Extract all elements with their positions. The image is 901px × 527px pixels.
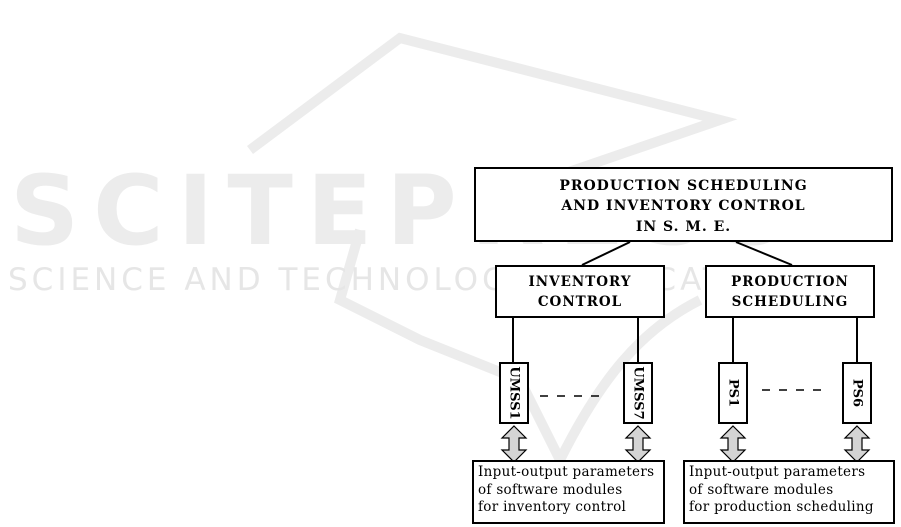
top-box-line-1: PRODUCTION SCHEDULING (476, 176, 891, 196)
module-ps6: PS6 (842, 362, 872, 424)
module-ps6-label: PS6 (850, 379, 865, 407)
module-ps1-label: PS1 (726, 379, 741, 407)
production-scheduling-box: PRODUCTION SCHEDULING (705, 265, 875, 318)
production-scheduling-line-2: SCHEDULING (707, 293, 873, 313)
inventory-control-box: INVENTORY CONTROL (495, 265, 665, 318)
double-arrow-ps1 (721, 426, 745, 462)
inventory-control-line-2: CONTROL (497, 293, 663, 313)
module-umss7: UMSS7 (623, 362, 653, 424)
production-params-line-3: for production scheduling (689, 499, 893, 517)
double-arrow-umss1 (502, 426, 526, 462)
inventory-params-line-3: for inventory control (478, 499, 663, 517)
top-box-line-3: IN S. M. E. (476, 217, 891, 237)
top-box-line-2: AND INVENTORY CONTROL (476, 196, 891, 216)
production-params-line-1: Input-output parameters (689, 464, 893, 482)
inventory-control-line-1: INVENTORY (497, 273, 663, 293)
production-parameters-box: Input-output parameters of software modu… (683, 460, 895, 524)
double-arrow-umss7 (626, 426, 650, 462)
module-umss1-label: UMSS1 (507, 366, 522, 419)
production-scheduling-line-1: PRODUCTION (707, 273, 873, 293)
module-ps1: PS1 (718, 362, 748, 424)
inventory-parameters-box: Input-output parameters of software modu… (472, 460, 665, 524)
inventory-params-line-2: of software modules (478, 482, 663, 500)
module-umss1: UMSS1 (499, 362, 529, 424)
double-arrow-ps6 (845, 426, 869, 462)
inventory-params-line-1: Input-output parameters (478, 464, 663, 482)
connector-top-inventory (582, 242, 630, 265)
top-box-production-scheduling-inventory-control: PRODUCTION SCHEDULING AND INVENTORY CONT… (474, 167, 893, 242)
production-params-line-2: of software modules (689, 482, 893, 500)
module-umss7-label: UMSS7 (631, 366, 646, 419)
connector-top-production (736, 242, 792, 265)
